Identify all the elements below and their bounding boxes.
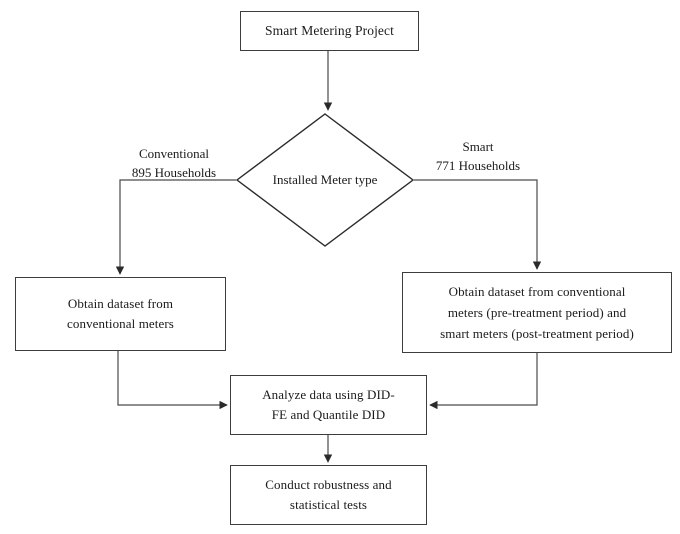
diamond-shape — [236, 113, 414, 247]
edge-decision-to-left-process — [115, 179, 236, 275]
node-obtain-smart-dataset: Obtain dataset from conventional meters … — [402, 272, 672, 353]
edge-label-conventional-branch: Conventional 895 Households — [131, 146, 217, 180]
node-conduct-robustness-tests-label: Conduct robustness and statistical tests — [265, 476, 392, 512]
edge-label-smart-branch: Smart 771 Households — [435, 139, 521, 173]
node-installed-meter-type-label: Installed Meter type — [272, 171, 378, 187]
node-analyze-data: Analyze data using DID- FE and Quantile … — [230, 375, 427, 435]
node-smart-metering-project-label: Smart Metering Project — [265, 22, 394, 38]
edge-left-process-to-analyze — [117, 351, 228, 410]
node-analyze-data-label: Analyze data using DID- FE and Quantile … — [262, 386, 395, 422]
node-conduct-robustness-tests: Conduct robustness and statistical tests — [230, 465, 427, 525]
node-obtain-smart-dataset-label: Obtain dataset from conventional meters … — [440, 283, 634, 342]
node-obtain-conventional-dataset-label: Obtain dataset from conventional meters — [67, 295, 174, 331]
edge-right-process-to-analyze — [429, 353, 538, 410]
node-obtain-conventional-dataset: Obtain dataset from conventional meters — [15, 277, 226, 351]
edge-decision-to-right-process — [414, 179, 542, 270]
node-installed-meter-type-decision: Installed Meter type — [236, 113, 414, 247]
node-smart-metering-project: Smart Metering Project — [240, 11, 419, 51]
